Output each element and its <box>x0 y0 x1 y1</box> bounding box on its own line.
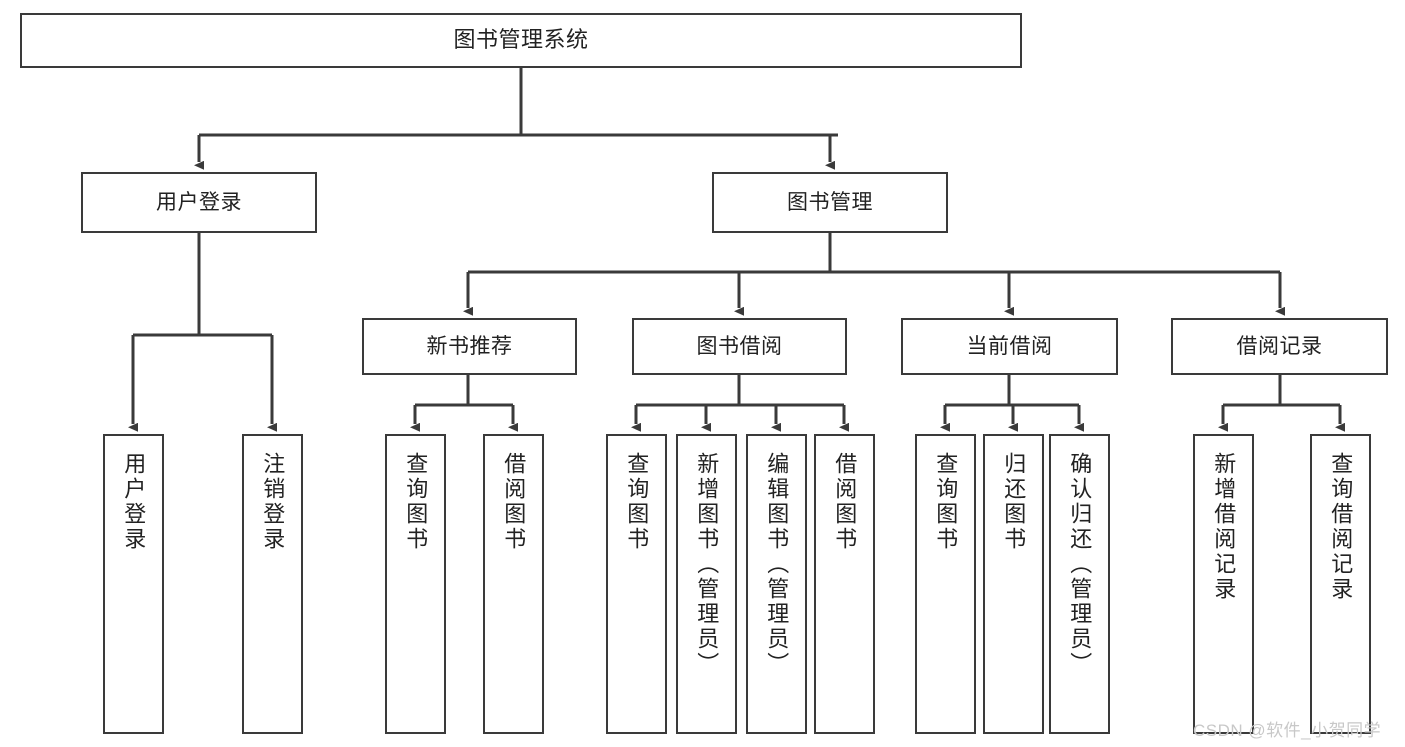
leaf-borrow-book-recommend-label: 借阅图书 <box>501 452 527 552</box>
leaf-user-login-label: 用户登录 <box>121 452 147 552</box>
leaf-add-book-admin-label: 新增图书（管理员） <box>694 452 720 677</box>
leaf-add-borrow-record[interactable]: 新增借阅记录 <box>1193 434 1254 734</box>
leaf-query-borrow-record-label: 查询借阅记录 <box>1328 452 1354 602</box>
leaf-query-borrow-record[interactable]: 查询借阅记录 <box>1310 434 1371 734</box>
leaf-confirm-return-admin-label: 确认归还（管理员） <box>1067 452 1093 677</box>
node-book-management[interactable]: 图书管理 <box>712 172 948 233</box>
leaf-logout-login[interactable]: 注销登录 <box>242 434 303 734</box>
leaf-borrow-book[interactable]: 借阅图书 <box>814 434 875 734</box>
leaf-return-book-label: 归还图书 <box>1001 452 1027 552</box>
node-current-borrow[interactable]: 当前借阅 <box>901 318 1118 375</box>
node-book-management-label: 图书管理 <box>787 190 873 214</box>
node-book-borrow-label: 图书借阅 <box>696 334 783 358</box>
leaf-add-book-admin[interactable]: 新增图书（管理员） <box>676 434 737 734</box>
leaf-edit-book-admin-label: 编辑图书（管理员） <box>764 452 790 677</box>
leaf-return-book[interactable]: 归还图书 <box>983 434 1044 734</box>
leaf-logout-login-label: 注销登录 <box>260 452 286 552</box>
node-borrow-record[interactable]: 借阅记录 <box>1171 318 1388 375</box>
leaf-edit-book-admin[interactable]: 编辑图书（管理员） <box>746 434 807 734</box>
leaf-query-book-recommend[interactable]: 查询图书 <box>385 434 446 734</box>
leaf-add-borrow-record-label: 新增借阅记录 <box>1211 452 1237 602</box>
node-root-label: 图书管理系统 <box>453 27 589 53</box>
node-root[interactable]: 图书管理系统 <box>20 13 1022 68</box>
node-user-login-label: 用户登录 <box>156 190 242 214</box>
leaf-query-book-current[interactable]: 查询图书 <box>915 434 976 734</box>
leaf-confirm-return-admin[interactable]: 确认归还（管理员） <box>1049 434 1110 734</box>
leaf-query-book-borrow-label: 查询图书 <box>624 452 650 552</box>
leaf-borrow-book-label: 借阅图书 <box>832 452 858 552</box>
node-borrow-record-label: 借阅记录 <box>1236 334 1323 358</box>
csdn-watermark: CSDN @软件_小贺同学 <box>1193 721 1382 740</box>
node-current-borrow-label: 当前借阅 <box>966 334 1053 358</box>
node-book-borrow[interactable]: 图书借阅 <box>632 318 847 375</box>
leaf-query-book-borrow[interactable]: 查询图书 <box>606 434 667 734</box>
leaf-borrow-book-recommend[interactable]: 借阅图书 <box>483 434 544 734</box>
leaf-query-book-current-label: 查询图书 <box>933 452 959 552</box>
node-new-book-recommend[interactable]: 新书推荐 <box>362 318 577 375</box>
leaf-query-book-recommend-label: 查询图书 <box>403 452 429 552</box>
node-user-login[interactable]: 用户登录 <box>81 172 317 233</box>
leaf-user-login[interactable]: 用户登录 <box>103 434 164 734</box>
node-new-book-recommend-label: 新书推荐 <box>426 334 513 358</box>
